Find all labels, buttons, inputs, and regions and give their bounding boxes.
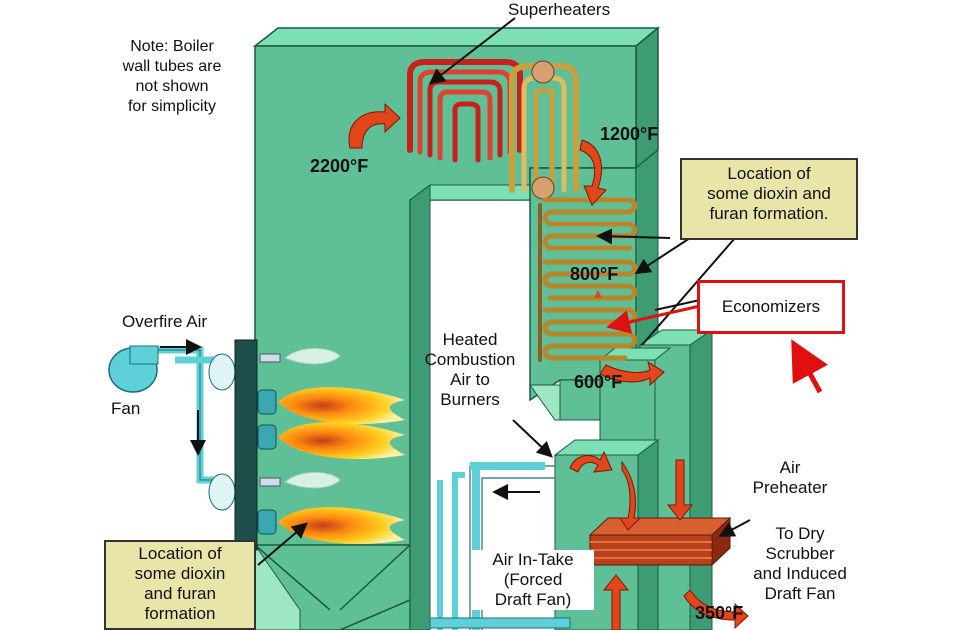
label-superheaters: Superheaters	[508, 0, 611, 19]
overfire-air-fan	[108, 345, 236, 511]
air-preheater-line: Air	[779, 458, 801, 477]
superheater-coils	[407, 59, 579, 200]
economizers-callout: Economizers	[697, 280, 845, 334]
scrubber-line: To Dry	[775, 524, 825, 543]
temp-350: 350°F	[695, 603, 744, 623]
air-intake-line: Draft Fan)	[494, 590, 572, 609]
air-intake-line: Air In-Take	[492, 550, 574, 569]
label-overfire-air: Overfire Air	[122, 312, 208, 331]
note-line: wall tubes are	[122, 58, 222, 75]
box-line: some dioxin and	[707, 184, 831, 203]
box-line: Location of	[727, 164, 811, 183]
burner-wall	[234, 339, 258, 551]
box-line: and furan	[144, 584, 216, 603]
burners	[257, 353, 281, 535]
pointer-arrows	[160, 17, 751, 566]
label-economizers: Economizers	[721, 297, 821, 316]
note-line: not shown	[135, 78, 209, 95]
scrubber-line: Draft Fan	[764, 584, 836, 603]
note-line: for simplicity	[127, 98, 216, 115]
flames	[278, 347, 405, 545]
air-preheater-line: Preheater	[752, 478, 828, 497]
dioxin-location-box-bottom: Location of some dioxin and furan format…	[104, 540, 256, 630]
box-line: some dioxin	[134, 564, 226, 583]
box-line: furan formation.	[709, 204, 829, 223]
temp-600: 600°F	[574, 372, 623, 392]
heated-air-line: Combustion	[424, 350, 516, 369]
air-preheater	[588, 516, 732, 567]
label-air-intake: Air In-Take (Forced Draft Fan)	[472, 550, 594, 610]
heated-air-line: Air to	[450, 370, 490, 389]
scrubber-line: and Induced	[753, 564, 847, 583]
label-to-dry-scrubber: To Dry Scrubber and Induced Draft Fan	[738, 524, 862, 604]
temp-2200: 2200°F	[310, 156, 369, 176]
temp-800: 800°F	[570, 264, 619, 284]
flow-arrows	[348, 102, 749, 630]
label-heated-air: Heated Combustion Air to Burners	[410, 330, 530, 410]
heated-air-line: Burners	[440, 390, 500, 409]
economizer-coils	[538, 197, 638, 362]
label-air-preheater: Air Preheater	[735, 458, 845, 498]
box-line: formation	[144, 604, 216, 623]
economizer-flow-mark	[594, 290, 602, 298]
box-line: Location of	[138, 544, 222, 563]
scrubber-line: Scrubber	[765, 544, 835, 563]
heated-air-line: Heated	[442, 330, 498, 349]
label-fan: Fan	[111, 399, 141, 418]
note-line: Note: Boiler	[130, 38, 214, 55]
dioxin-location-box-top: Location of some dioxin and furan format…	[680, 158, 858, 240]
temp-1200: 1200°F	[600, 124, 659, 144]
air-intake-line: (Forced	[503, 570, 563, 589]
label-note: Note: Boiler wall tubes are not shown fo…	[112, 37, 232, 117]
highlight-arrows	[606, 304, 828, 394]
